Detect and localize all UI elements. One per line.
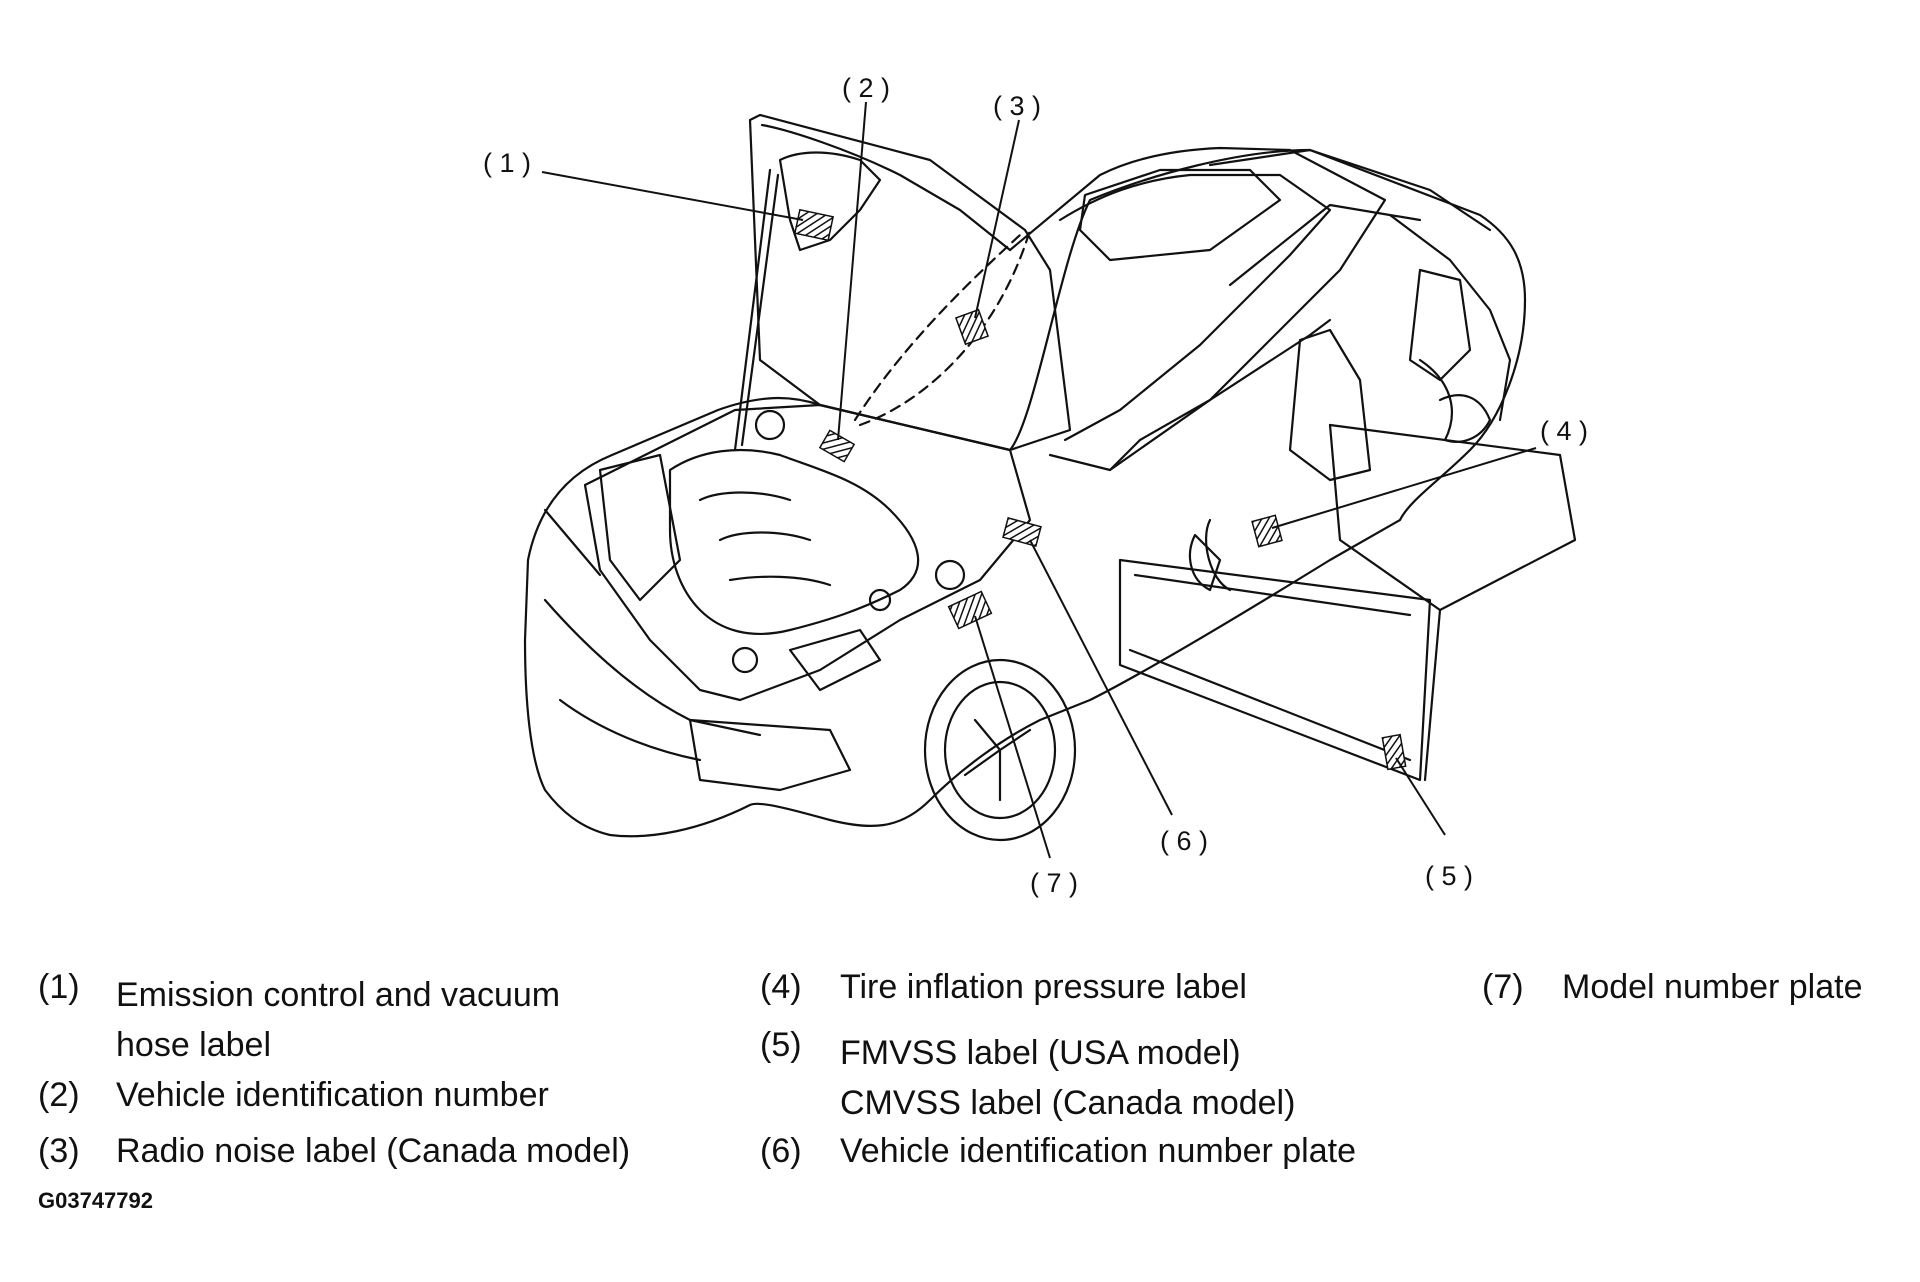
legend-num-6: (6) xyxy=(760,1132,802,1170)
legend-text-4: Tire inflation pressure label xyxy=(840,968,1247,1006)
leader-line-3 xyxy=(974,119,1020,319)
legend-text-5: FMVSS label (USA model) CMVSS label (Can… xyxy=(840,1034,1296,1122)
label-marker-4 xyxy=(1251,514,1283,548)
label-marker-1 xyxy=(793,208,835,242)
legend-num-3: (3) xyxy=(38,1132,80,1170)
legend-text-6: Vehicle identification number plate xyxy=(840,1132,1356,1170)
figure-id: G03747792 xyxy=(38,1188,153,1213)
leader-line-4 xyxy=(1271,447,1537,529)
legend-num-4: (4) xyxy=(760,968,802,1006)
label-marker-7 xyxy=(947,590,993,630)
label-marker-6 xyxy=(1002,517,1042,547)
label-marker-3 xyxy=(954,308,990,346)
leader-line-1 xyxy=(541,171,804,221)
callout-numbers: ( 1 ) ( 2 ) ( 3 ) ( 4 ) ( 5 ) ( 6 ) ( 7 … xyxy=(483,73,1588,898)
legend-text-3: Radio noise label (Canada model) xyxy=(116,1132,631,1170)
callout-6: ( 6 ) xyxy=(1160,826,1208,856)
legend-num-1: (1) xyxy=(38,968,80,1006)
label-marker-2 xyxy=(818,429,856,463)
leader-line-6 xyxy=(1029,539,1173,816)
car-drawing xyxy=(523,113,1577,842)
callout-7: ( 7 ) xyxy=(1030,868,1078,898)
legend-num-7: (7) xyxy=(1482,968,1524,1006)
callout-5: ( 5 ) xyxy=(1425,861,1473,891)
legend-text-1: Emission control and vacuum hose label xyxy=(116,976,561,1064)
leader-line-5 xyxy=(1395,757,1446,836)
legend-text-7: Model number plate xyxy=(1562,968,1863,1006)
car-label-location-diagram: ( 1 ) ( 2 ) ( 3 ) ( 4 ) ( 5 ) ( 6 ) ( 7 … xyxy=(483,73,1588,898)
legend-num-5: (5) xyxy=(760,1026,802,1064)
legend-num-2: (2) xyxy=(38,1076,80,1114)
leader-line-7 xyxy=(974,615,1051,859)
leader-line-2 xyxy=(837,101,867,441)
callout-2: ( 2 ) xyxy=(842,73,890,103)
legend-text-2: Vehicle identification number xyxy=(116,1076,549,1114)
label-marker-5 xyxy=(1381,733,1407,771)
leader-lines xyxy=(541,101,1537,859)
callout-4: ( 4 ) xyxy=(1540,416,1588,446)
callout-3: ( 3 ) xyxy=(993,91,1041,121)
label-markers xyxy=(793,208,1407,771)
callout-1: ( 1 ) xyxy=(483,148,531,178)
